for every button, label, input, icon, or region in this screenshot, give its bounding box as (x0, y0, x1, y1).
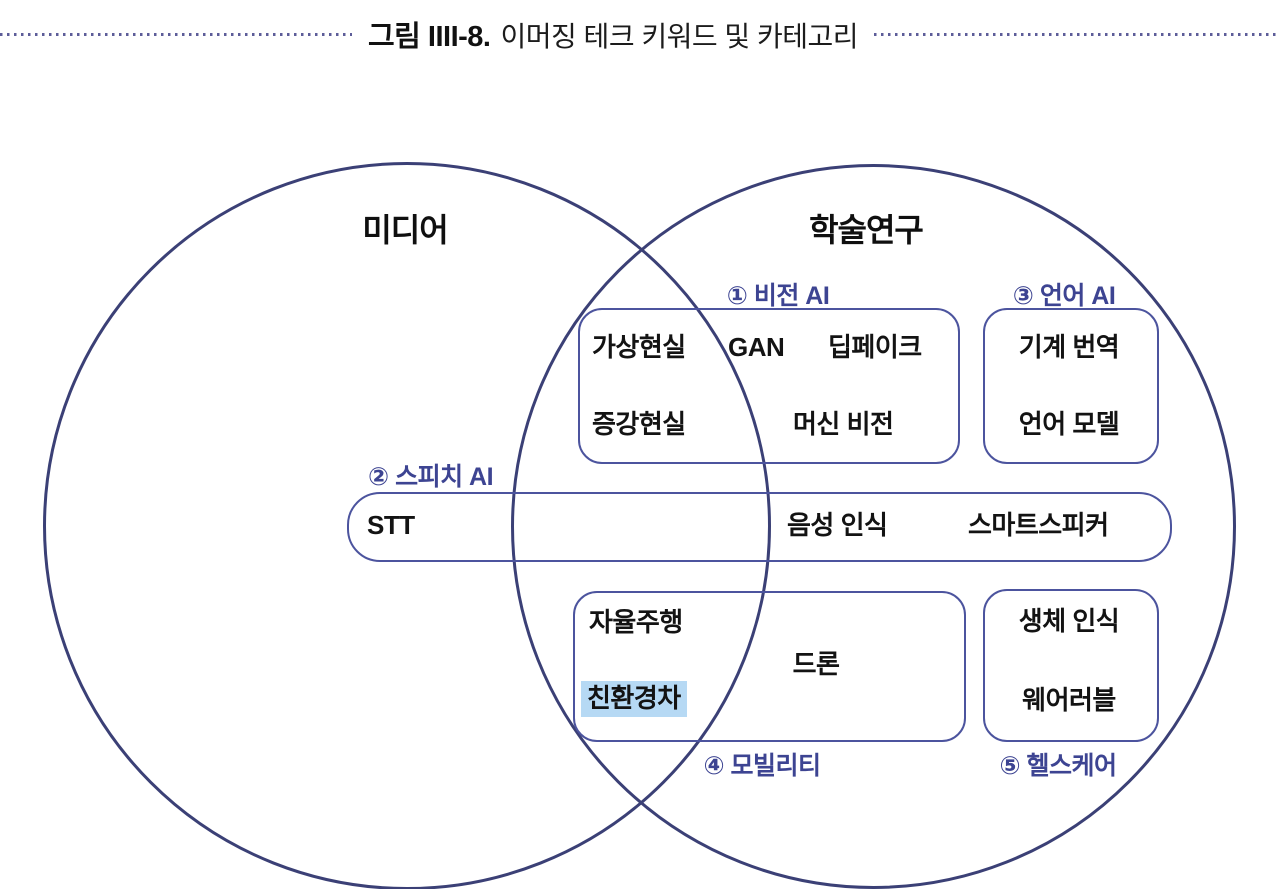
dotted-rule-right (874, 32, 1280, 36)
dotted-rule-left (0, 32, 352, 36)
figure-caption: 그림 IIII-8. 이머징 테크 키워드 및 카테고리 (352, 13, 874, 55)
media-circle-label: 미디어 (362, 212, 448, 248)
healthcare-label: ⑤ 헬스케어 (999, 752, 1117, 780)
speech-ai-box (347, 492, 1172, 562)
mobility-label: ④ 모빌리티 (703, 752, 821, 780)
keyword-ar: 증강현실 (592, 409, 686, 439)
keyword-wearable: 웨어러블 (1022, 685, 1116, 715)
figure-caption-row: 그림 IIII-8. 이머징 테크 키워드 및 카테고리 (0, 13, 1280, 55)
figure-number: 그림 IIII-8. (368, 21, 491, 53)
speech-ai-label: ② 스피치 AI (368, 463, 494, 491)
research-circle-label: 학술연구 (809, 212, 924, 248)
language-ai-label: ③ 언어 AI (1012, 282, 1116, 310)
keyword-smart-speaker: 스마트스피커 (968, 510, 1109, 540)
vision-ai-box (578, 308, 960, 464)
research-circle (511, 164, 1236, 889)
mobility-box (573, 591, 966, 742)
healthcare-box (983, 589, 1159, 742)
keyword-biometrics: 생체 인식 (1018, 606, 1120, 636)
keyword-voice-recognition: 음성 인식 (787, 510, 888, 540)
keyword-gan: GAN (728, 332, 785, 362)
keyword-autonomous-driving: 자율주행 (589, 607, 683, 637)
keyword-drone: 드론 (792, 649, 840, 679)
keyword-machine-vision: 머신 비전 (793, 409, 894, 439)
keyword-machine-translation: 기계 번역 (1018, 332, 1120, 362)
keyword-deepfake: 딥페이크 (828, 332, 922, 362)
keyword-vr: 가상현실 (592, 332, 686, 362)
figure-title: 이머징 테크 키워드 및 카테고리 (500, 21, 859, 52)
keyword-language-model: 언어 모델 (1018, 409, 1120, 439)
language-ai-box (983, 308, 1159, 464)
vision-ai-label: ① 비전 AI (726, 282, 830, 310)
keyword-eco-car-highlighted: 친환경차 (581, 681, 687, 717)
keyword-stt: STT (367, 510, 415, 540)
